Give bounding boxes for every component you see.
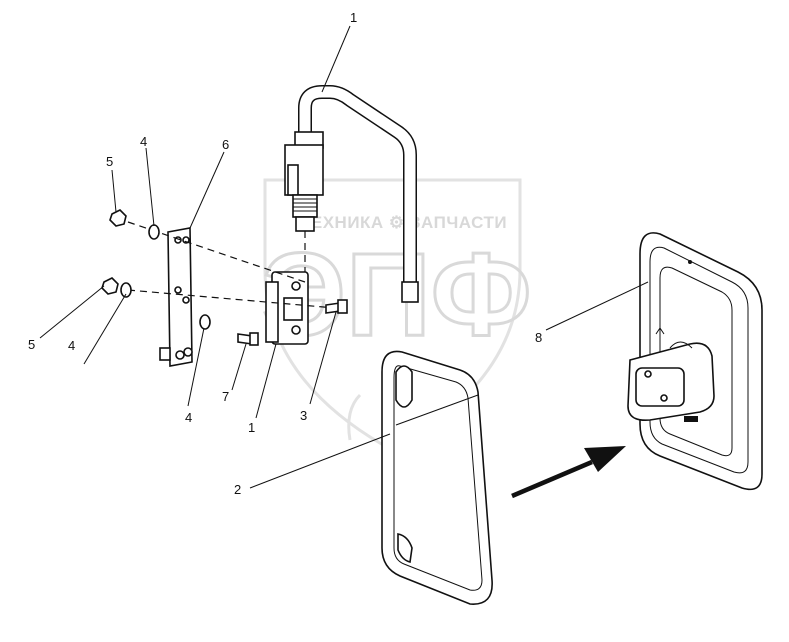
hinge-block-side bbox=[265, 281, 279, 343]
plate-foot bbox=[159, 347, 171, 361]
callout-4-left: 4 bbox=[68, 338, 75, 353]
hinge-insert bbox=[283, 297, 303, 321]
callout-3: 3 bbox=[300, 408, 307, 423]
nut-bottom bbox=[101, 277, 119, 295]
arm-clamp-slot bbox=[287, 164, 299, 196]
hinge-block bbox=[265, 271, 309, 345]
leader-lines bbox=[39, 25, 649, 489]
back-indicator-dot bbox=[688, 260, 692, 264]
callout-4-top: 4 bbox=[140, 134, 147, 149]
back-socket-boss bbox=[669, 341, 693, 349]
plate-body bbox=[167, 227, 193, 367]
arm-tube-fill bbox=[299, 86, 416, 300]
callout-1-bottom: 1 bbox=[248, 420, 255, 435]
callout-6: 6 bbox=[222, 137, 229, 152]
mirror-arm-assembly bbox=[284, 85, 419, 303]
arrow-head bbox=[584, 446, 626, 472]
washer-mid bbox=[199, 314, 211, 330]
bolt-3-head bbox=[337, 299, 348, 314]
assembly-line-bottom bbox=[127, 289, 336, 309]
mirror-top-clamp bbox=[395, 365, 413, 408]
callout-5-top: 5 bbox=[106, 154, 113, 169]
hinge-hole-bottom bbox=[291, 325, 301, 335]
arm-shaft-end bbox=[295, 216, 315, 232]
mirror-glass bbox=[393, 365, 483, 591]
callout-2: 2 bbox=[234, 482, 241, 497]
callout-1-top: 1 bbox=[350, 10, 357, 25]
mirror-head bbox=[381, 350, 493, 605]
mounting-plate bbox=[159, 227, 193, 367]
back-label-mark bbox=[684, 416, 698, 422]
back-housing-inner bbox=[649, 246, 749, 474]
back-housing-recess bbox=[659, 266, 733, 457]
callouts: 1 4 6 5 5 4 4 7 1 3 2 8 bbox=[28, 10, 542, 497]
nut-top bbox=[109, 209, 127, 227]
direction-arrow bbox=[511, 446, 626, 499]
thread-lines bbox=[293, 198, 317, 212]
fasteners bbox=[101, 209, 348, 346]
mirror-back-view bbox=[627, 232, 763, 491]
bolt-7-head bbox=[249, 332, 259, 346]
mirror-outer-frame bbox=[381, 350, 493, 605]
arm-tube-end bbox=[401, 281, 419, 303]
mirror-reflection-line bbox=[395, 394, 479, 426]
washer-top bbox=[148, 224, 160, 240]
callout-5-bottom: 5 bbox=[28, 337, 35, 352]
callout-7: 7 bbox=[222, 389, 229, 404]
back-up-arrow-icon bbox=[655, 327, 665, 344]
arm-threaded-shaft bbox=[292, 194, 318, 218]
mirror-bottom-clamp bbox=[397, 533, 413, 563]
back-socket-opening bbox=[635, 367, 685, 407]
callout-4-mid: 4 bbox=[185, 410, 192, 425]
hinge-hole-top bbox=[291, 281, 301, 291]
callout-8: 8 bbox=[535, 330, 542, 345]
washer-left bbox=[120, 282, 132, 298]
